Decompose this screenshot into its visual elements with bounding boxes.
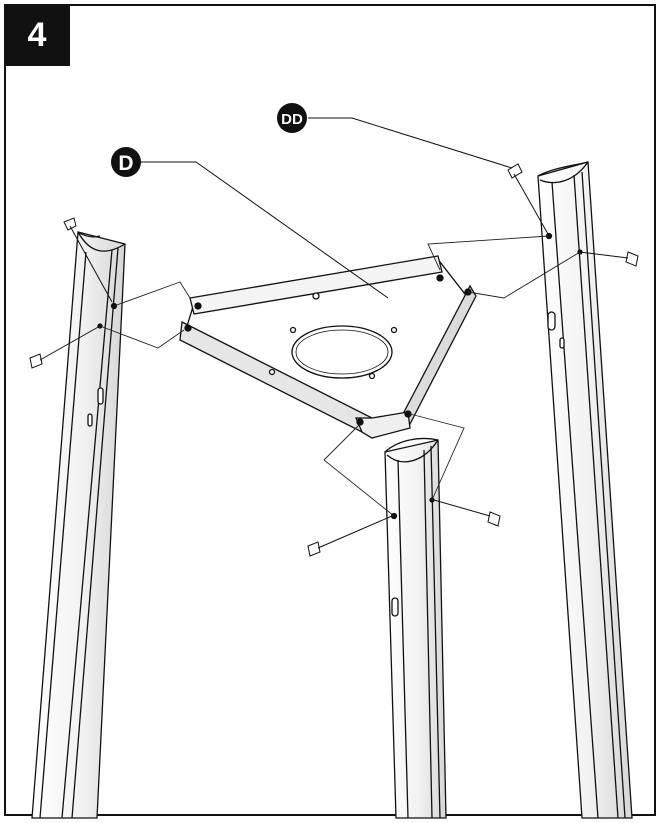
triangle-bracket (179, 255, 477, 439)
screw-left-side (29, 325, 101, 369)
screw-right-top (507, 163, 549, 235)
callout-dd-label: DD (281, 111, 303, 128)
screw-front-right (433, 499, 501, 527)
callout-leader-lines (140, 117, 513, 299)
callout-d-marker: D (111, 147, 141, 177)
screw-left-top (63, 217, 113, 303)
callout-d-label: D (118, 152, 133, 175)
right-leg (537, 161, 633, 819)
callout-dd-marker: DD (277, 103, 307, 133)
left-leg (31, 231, 126, 819)
front-leg (384, 437, 447, 819)
screw-right-side (579, 251, 639, 267)
step-number-badge: 4 (4, 4, 70, 66)
alignment-guide-lines (99, 235, 581, 517)
screw-front-left (307, 515, 393, 557)
